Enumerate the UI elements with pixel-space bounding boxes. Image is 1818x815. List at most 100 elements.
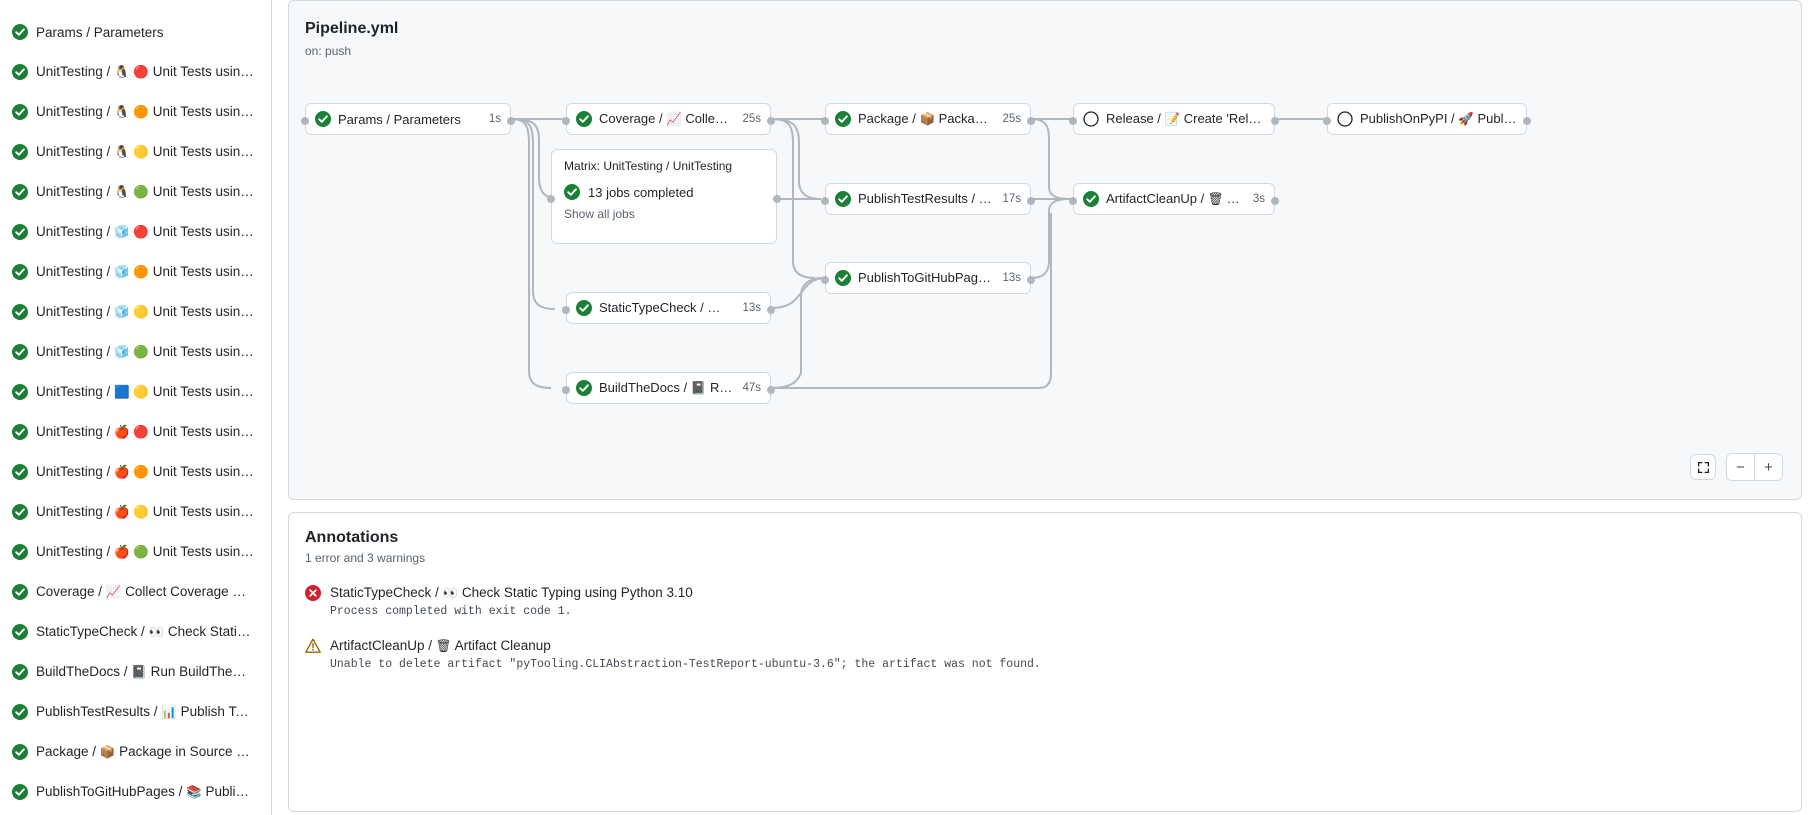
sidebar-job-label: Params / Parameters xyxy=(36,25,255,40)
pending-circle-icon xyxy=(1083,111,1099,127)
sidebar-job-item[interactable]: Package / 📦 Package in Source and Wh... xyxy=(4,732,267,772)
annotations-list: StaticTypeCheck / 👀 Check Static Typing … xyxy=(289,565,1801,671)
job-status-icon xyxy=(12,664,28,680)
success-check-icon xyxy=(12,384,28,400)
annotation-row[interactable]: StaticTypeCheck / 👀 Check Static Typing … xyxy=(289,565,1801,618)
job-status-icon xyxy=(12,744,28,760)
sidebar-job-item[interactable]: UnitTesting / 🐧 🟡 Unit Tests using Pyth.… xyxy=(4,132,267,172)
graph-node-params[interactable]: Params / Parameters1s xyxy=(305,103,511,135)
success-check-icon xyxy=(12,64,28,80)
matrix-group[interactable]: Matrix: UnitTesting / UnitTesting13 jobs… xyxy=(551,149,777,244)
graph-canvas[interactable]: Params / Parameters1s Coverage / 📈 Collec… xyxy=(289,1,1801,499)
graph-node-docs[interactable]: BuildTheDocs / 📓 Run Buil...47s xyxy=(566,372,771,404)
sidebar-job-label: BuildTheDocs / 📓 Run BuildTheDocs xyxy=(36,664,255,680)
sidebar-job-item[interactable]: Coverage / 📈 Collect Coverage Data usi..… xyxy=(4,572,267,612)
job-name: UnitTesting / xyxy=(36,104,114,119)
graph-node-testresults[interactable]: PublishTestResults / 📊 Pu...17s xyxy=(825,183,1031,215)
node-label: Coverage / 📈 Collect Cove... xyxy=(599,111,733,127)
sidebar-job-item[interactable]: UnitTesting / 🍎 🟡 Unit Tests using Pyth.… xyxy=(4,492,267,532)
graph-node-package[interactable]: Package / 📦 Package in So...25s xyxy=(825,103,1031,135)
job-status-icon xyxy=(12,344,28,360)
node-port-in xyxy=(562,386,570,394)
annotation-row[interactable]: ArtifactCleanUp / 🗑 Artifact CleanupUnab… xyxy=(289,618,1801,671)
job-status-icon xyxy=(12,544,28,560)
graph-zoom-controls: − + xyxy=(1690,453,1783,481)
show-all-jobs-link[interactable]: Show all jobs xyxy=(552,200,776,221)
job-suffix: Collect Coverage Data usi... xyxy=(125,584,255,599)
node-port-in xyxy=(1069,117,1077,125)
sidebar-job-item[interactable]: UnitTesting / 🟦 🟡 Unit Tests using Pyth.… xyxy=(4,372,267,412)
job-icon-glyph-1: 🟡 xyxy=(133,305,149,319)
graph-node-release[interactable]: Release / 📝 Create 'Release P... xyxy=(1073,103,1275,135)
sidebar-job-item[interactable]: UnitTesting / 🐧 🔴 Unit Tests using Pyth.… xyxy=(4,52,267,92)
job-icon-glyph-0: 🧊 xyxy=(114,345,130,359)
sidebar-job-item[interactable]: UnitTesting / 🧊 🔴 Unit Tests using Pyth.… xyxy=(4,212,267,252)
success-check-icon xyxy=(12,304,28,320)
pending-circle-icon xyxy=(1337,111,1353,127)
sidebar-job-item[interactable]: StaticTypeCheck / 👀 Check Static Typing.… xyxy=(4,612,267,652)
matrix-port-out xyxy=(773,195,781,203)
job-suffix: Unit Tests using Pyth... xyxy=(153,544,255,559)
job-icon-glyph-0: 🐧 xyxy=(114,65,130,79)
jobs-list: Params / ParametersUnitTesting / 🐧 🔴 Uni… xyxy=(0,12,271,812)
sidebar-job-item[interactable]: BuildTheDocs / 📓 Run BuildTheDocs xyxy=(4,652,267,692)
success-check-icon xyxy=(12,464,28,480)
success-check-icon xyxy=(835,191,851,207)
matrix-summary-label: 13 jobs completed xyxy=(588,185,694,200)
graph-node-typecheck[interactable]: StaticTypeCheck / 👀 Chec...13s xyxy=(566,292,771,324)
job-icon-glyph-1: 🟢 xyxy=(133,185,149,199)
zoom-out-button[interactable]: − xyxy=(1727,454,1754,480)
graph-node-ghpages[interactable]: PublishToGitHubPages / 📚 ...13s xyxy=(825,262,1031,294)
sidebar-job-item[interactable]: PublishTestResults / 📊 Publish Test Resu… xyxy=(4,692,267,732)
node-label: Package / 📦 Package in So... xyxy=(858,111,993,127)
zoom-in-button[interactable]: + xyxy=(1755,454,1782,480)
package-icon-glyph-0: 📦 xyxy=(919,112,935,126)
job-status-icon xyxy=(12,264,28,280)
job-suffix: Publish to G... xyxy=(205,784,255,799)
annotation-icon-glyph-0: 🗑 xyxy=(436,639,452,653)
sidebar-job-item[interactable]: UnitTesting / 🍎 🟠 Unit Tests using Pyth.… xyxy=(4,452,267,492)
sidebar-job-item[interactable]: UnitTesting / 🍎 🟢 Unit Tests using Pyth.… xyxy=(4,532,267,572)
sidebar-job-item[interactable]: Params / Parameters xyxy=(4,12,267,52)
node-status-icon xyxy=(835,191,851,207)
job-suffix: Unit Tests using Pyth... xyxy=(153,224,255,239)
job-status-icon xyxy=(12,704,28,720)
sidebar-job-label: Coverage / 📈 Collect Coverage Data usi..… xyxy=(36,584,255,600)
annotation-message: Process completed with exit code 1. xyxy=(330,605,693,618)
sidebar-job-item[interactable]: UnitTesting / 🧊 🟠 Unit Tests using Pyth.… xyxy=(4,252,267,292)
graph-node-coverage[interactable]: Coverage / 📈 Collect Cove...25s xyxy=(566,103,771,135)
success-check-icon xyxy=(564,184,580,200)
sidebar-job-label: PublishToGitHubPages / 📚 Publish to G... xyxy=(36,784,255,800)
graph-node-pypi[interactable]: PublishOnPyPI / 🚀 Publish to ... xyxy=(1327,103,1527,135)
job-icon-glyph-0: 🧊 xyxy=(114,265,130,279)
annotation-job-name: ArtifactCleanUp / 🗑 Artifact Cleanup xyxy=(330,638,551,653)
sidebar-job-label: Package / 📦 Package in Source and Wh... xyxy=(36,744,255,760)
node-duration: 1s xyxy=(489,113,501,125)
sidebar-job-item[interactable]: PublishToGitHubPages / 📚 Publish to G... xyxy=(4,772,267,812)
sidebar-job-item[interactable]: UnitTesting / 🍎 🔴 Unit Tests using Pyth.… xyxy=(4,412,267,452)
annotations-title: Annotations xyxy=(305,529,1801,547)
job-name: UnitTesting / xyxy=(36,544,114,559)
node-port-in xyxy=(562,306,570,314)
job-name: PublishTestResults / xyxy=(36,704,161,719)
success-check-icon xyxy=(835,111,851,127)
fullscreen-icon[interactable] xyxy=(1690,454,1716,480)
success-check-icon xyxy=(12,24,28,40)
sidebar-job-item[interactable]: UnitTesting / 🧊 🟢 Unit Tests using Pyth.… xyxy=(4,332,267,372)
job-icon-glyph-1: 🟡 xyxy=(133,505,149,519)
node-label: Release / 📝 Create 'Release P... xyxy=(1106,111,1265,127)
job-icon-glyph-0: 🐧 xyxy=(114,185,130,199)
main-content: Pipeline.yml on: push xyxy=(272,0,1818,815)
sidebar-job-item[interactable]: UnitTesting / 🐧 🟢 Unit Tests using Pyth.… xyxy=(4,172,267,212)
sidebar-job-label: PublishTestResults / 📊 Publish Test Resu… xyxy=(36,704,255,720)
graph-node-artifact[interactable]: ArtifactCleanUp / 🗑 Artifac...3s xyxy=(1073,183,1275,215)
node-status-icon xyxy=(835,111,851,127)
success-check-icon xyxy=(12,664,28,680)
warning-icon xyxy=(305,638,321,654)
job-status-icon xyxy=(12,584,28,600)
sidebar-job-item[interactable]: UnitTesting / 🧊 🟡 Unit Tests using Pyth.… xyxy=(4,292,267,332)
node-status-icon xyxy=(576,300,592,316)
job-status-icon xyxy=(12,224,28,240)
sidebar-job-item[interactable]: UnitTesting / 🐧 🟠 Unit Tests using Pyth.… xyxy=(4,92,267,132)
job-icon-glyph-1: 🟠 xyxy=(133,465,149,479)
